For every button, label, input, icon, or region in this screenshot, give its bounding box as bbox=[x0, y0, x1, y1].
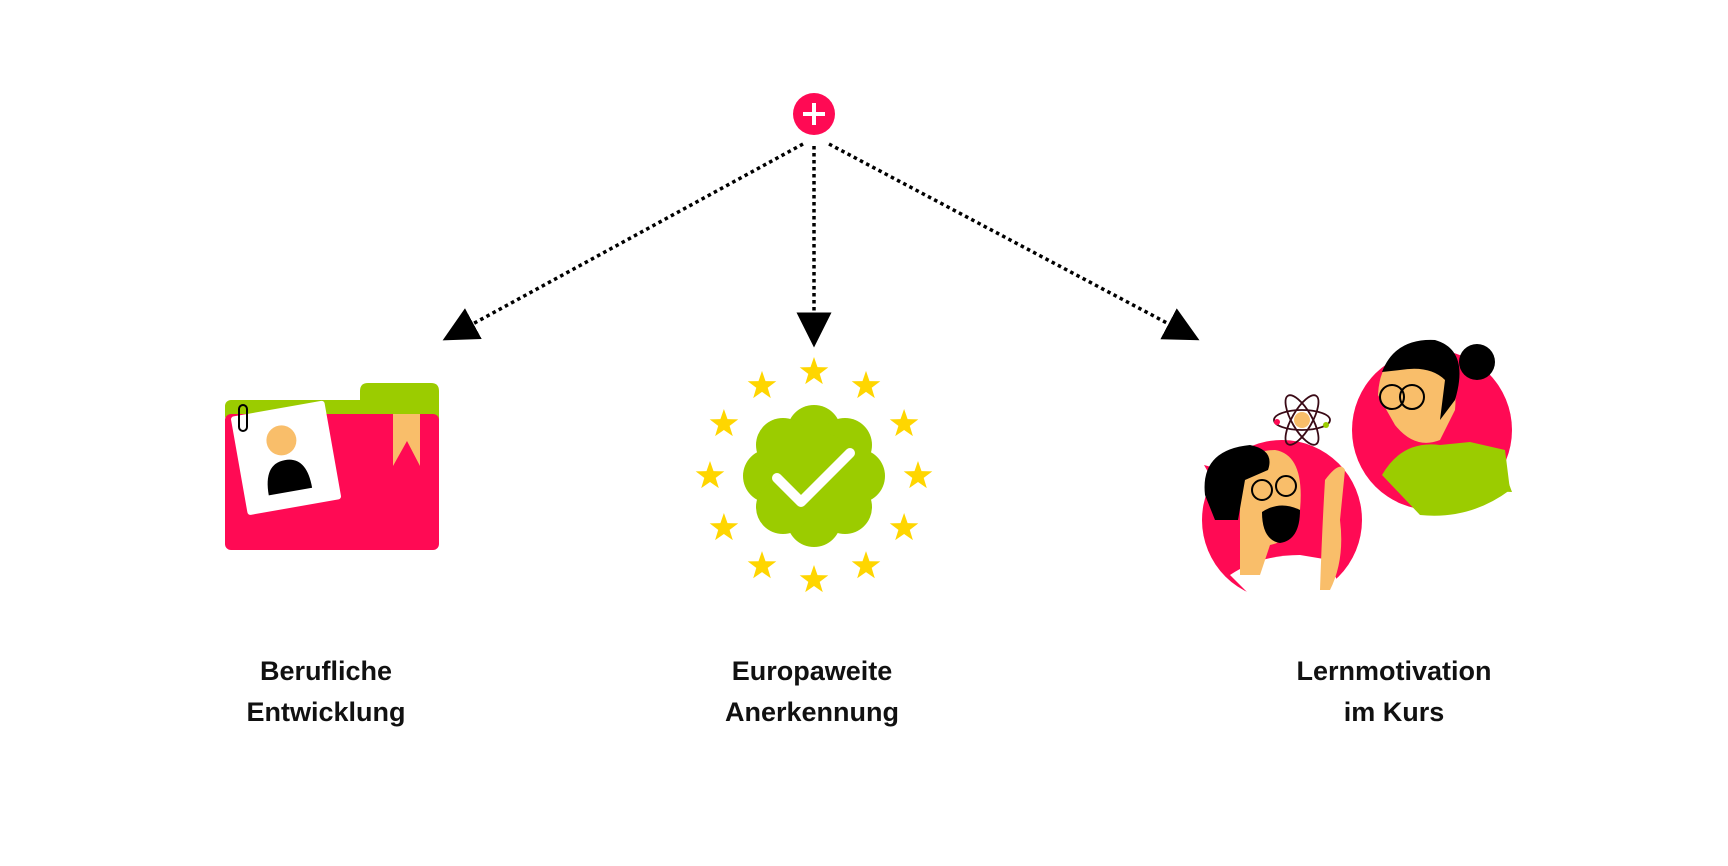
star-icon bbox=[709, 409, 739, 437]
arrow-to-berufliche bbox=[442, 142, 804, 341]
people-conversation-icon bbox=[1202, 339, 1512, 602]
arrow-to-lernmotivation bbox=[828, 142, 1200, 341]
star-icon bbox=[851, 551, 881, 579]
label-line-1: Europaweite bbox=[731, 656, 893, 686]
verified-stars-badge-icon bbox=[695, 357, 933, 593]
label-berufliche-entwicklung: Berufliche Entwicklung bbox=[166, 651, 486, 733]
star-icon bbox=[799, 357, 829, 385]
label-line-2: Anerkennung bbox=[724, 697, 899, 727]
plus-icon bbox=[793, 93, 835, 135]
star-icon bbox=[747, 551, 777, 579]
label-line-1: Berufliche bbox=[259, 656, 393, 686]
star-icon bbox=[799, 565, 829, 593]
star-icon bbox=[747, 370, 777, 399]
star-icon bbox=[889, 513, 919, 541]
star-icon bbox=[709, 513, 739, 541]
label-lernmotivation-im-kurs: Lernmotivation im Kurs bbox=[1234, 651, 1554, 733]
star-icon bbox=[889, 409, 919, 437]
label-line-1: Lernmotivation bbox=[1296, 656, 1492, 686]
star-icon bbox=[851, 370, 881, 399]
label-line-2: Entwicklung bbox=[246, 697, 406, 727]
label-line-2: im Kurs bbox=[1343, 697, 1445, 727]
folder-profile-icon bbox=[225, 383, 439, 550]
star-icon bbox=[695, 461, 725, 489]
label-europaweite-anerkennung: Europaweite Anerkennung bbox=[652, 651, 972, 733]
star-icon bbox=[903, 461, 933, 489]
